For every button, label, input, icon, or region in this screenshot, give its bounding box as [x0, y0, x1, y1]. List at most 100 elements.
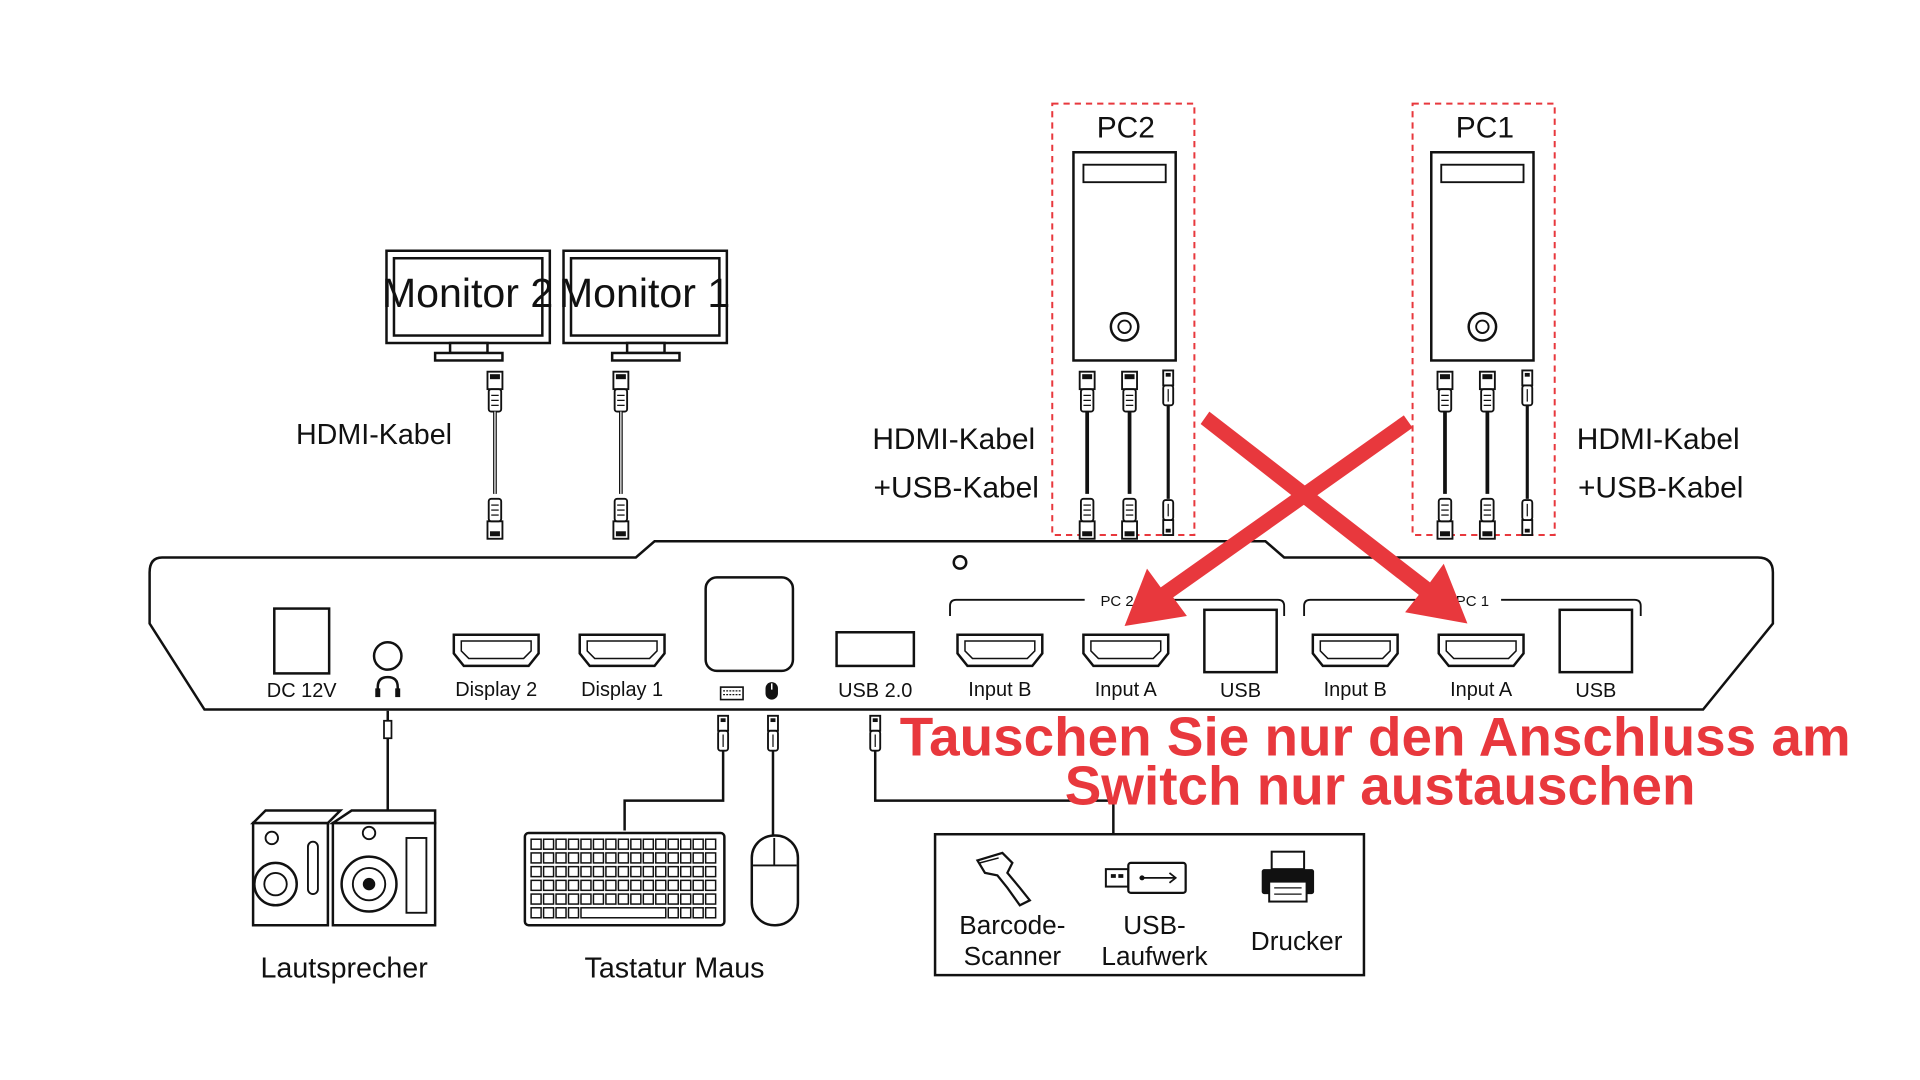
keyboard-key — [667, 865, 679, 878]
monitor-hdmi-cables — [486, 370, 630, 540]
keyboard-key — [580, 852, 592, 864]
kvm-switch: DC 12V Display 2 Display 1 USB 2.0 — [148, 540, 1775, 711]
pc2-group-label: PC 2 — [1100, 593, 1133, 610]
keyboard-key — [679, 879, 692, 892]
keyboard-key — [655, 865, 667, 878]
pc1-input-b-label: Input B — [1324, 679, 1387, 701]
pc2-input-a-label: Input A — [1095, 679, 1158, 701]
printer-icon — [1261, 850, 1315, 903]
keyboard-key — [692, 865, 704, 878]
keyboard-key — [679, 838, 692, 850]
keyboard-key — [605, 879, 617, 892]
keyboard-key — [667, 893, 679, 905]
keyboard-key — [617, 893, 630, 905]
pc2-input-b-label: Input B — [968, 679, 1031, 701]
keyboard-key — [580, 838, 592, 850]
keyboard-key — [605, 838, 617, 850]
keyboard-key — [617, 865, 630, 878]
speakers-label: Lautsprecher — [260, 953, 428, 985]
keyboard-key — [630, 852, 642, 864]
usb-devices-box: Barcode- Scanner USB- Laufwerk Drucker — [933, 832, 1366, 977]
keyboard-key — [630, 838, 642, 850]
keyboard-key — [605, 865, 617, 878]
keyboard-key — [530, 893, 542, 905]
pc1-label: PC1 — [1456, 111, 1514, 144]
mouse-icon — [765, 682, 778, 700]
keyboard-key — [555, 852, 567, 864]
keyboard-key — [692, 852, 704, 864]
keyboard — [523, 831, 726, 927]
pc2-cable-label-2: +USB-Kabel — [874, 472, 1039, 505]
monitor-cable-label: HDMI-Kabel — [296, 419, 452, 451]
port-usb20-label: USB 2.0 — [838, 680, 912, 702]
keyboard-key — [704, 893, 717, 905]
keyboard-key — [692, 879, 704, 892]
keyboard-key — [642, 879, 655, 892]
scanner-label-1: Barcode- — [959, 910, 1065, 940]
keyboard-key — [542, 893, 555, 905]
usb-drive-icon — [1104, 861, 1187, 894]
usbdrive-label-2: Laufwerk — [1101, 941, 1208, 971]
keyboard-key — [704, 907, 717, 919]
keyboard-key — [605, 893, 617, 905]
keyboard-key — [592, 852, 605, 864]
monitor-2: Monitor 2 — [382, 249, 553, 362]
keyboard-key — [617, 838, 630, 850]
keyboard-key — [630, 893, 642, 905]
keyboard-key — [530, 865, 542, 878]
keyboard-key — [704, 865, 717, 878]
swap-arrows — [1124, 411, 1468, 627]
port-display1-label: Display 1 — [581, 679, 663, 701]
pc2-label: PC2 — [1097, 111, 1155, 144]
keyboard-key — [567, 865, 580, 878]
keyboard-key — [667, 907, 679, 919]
keyboard-key — [580, 879, 592, 892]
keyboard-key — [567, 852, 580, 864]
keyboard-key — [555, 893, 567, 905]
keyboard-key — [542, 852, 555, 864]
keyboard-key — [567, 879, 580, 892]
keyboard-key — [555, 865, 567, 878]
notice-line-2: Switch nur austauschen — [1065, 754, 1696, 816]
keyboard-mouse-label: Tastatur Maus — [585, 953, 765, 985]
monitor-1-label: Monitor 1 — [559, 270, 730, 316]
keyboard-key — [592, 893, 605, 905]
keyboard-key — [704, 852, 717, 864]
keyboard-key — [617, 879, 630, 892]
keyboard-key — [542, 865, 555, 878]
pc1-cable-label-2: +USB-Kabel — [1578, 472, 1743, 505]
printer-label: Drucker — [1251, 926, 1343, 956]
pc1-input-a-label: Input A — [1450, 679, 1513, 701]
keyboard-key — [655, 838, 667, 850]
keyboard-key — [642, 893, 655, 905]
keyboard-key — [667, 852, 679, 864]
port-dc-label: DC 12V — [267, 680, 338, 702]
keyboard-key — [630, 865, 642, 878]
keyboard-key — [555, 907, 567, 919]
keyboard-key — [630, 879, 642, 892]
keyboard-key — [642, 852, 655, 864]
keyboard-key — [605, 852, 617, 864]
keyboard-key — [655, 879, 667, 892]
keyboard-key — [642, 838, 655, 850]
keyboard-key — [567, 893, 580, 905]
pc2: PC2 — [1051, 102, 1196, 540]
monitor-2-label: Monitor 2 — [382, 270, 553, 316]
monitor-1: Monitor 1 — [559, 249, 730, 362]
keyboard-key — [679, 893, 692, 905]
keyboard-key — [530, 852, 542, 864]
keyboard-key — [704, 879, 717, 892]
speakers — [250, 809, 437, 927]
notice-line-1: Tauschen Sie nur den Anschluss am — [900, 706, 1851, 768]
keyboard-key — [679, 865, 692, 878]
keyboard-spacebar — [580, 907, 667, 919]
keyboard-key — [667, 838, 679, 850]
scanner-label-2: Scanner — [964, 941, 1062, 971]
pc1-group-label: PC 1 — [1456, 593, 1489, 610]
keyboard-key — [542, 907, 555, 919]
usbdrive-label-1: USB- — [1123, 910, 1186, 940]
keyboard-key — [567, 838, 580, 850]
keyboard-key — [542, 879, 555, 892]
keyboard-key — [679, 907, 692, 919]
